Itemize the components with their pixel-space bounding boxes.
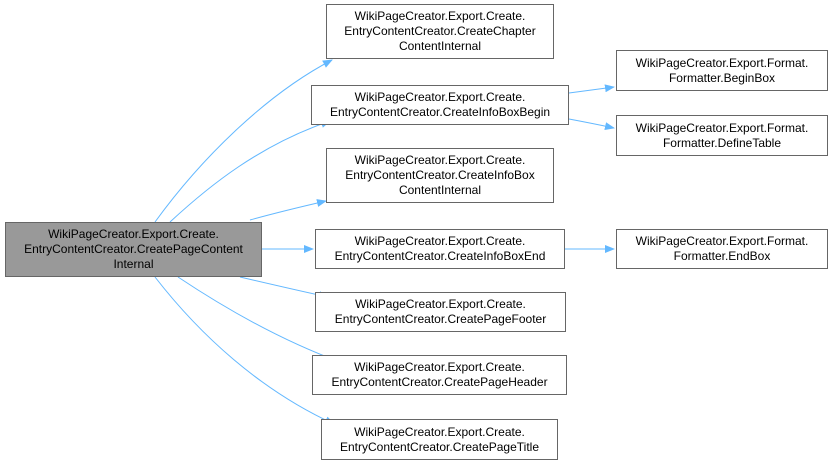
node-label: WikiPageCreator.Export.Create. EntryCont… xyxy=(334,234,546,263)
node-label: WikiPageCreator.Export.Create. EntryCont… xyxy=(344,9,536,53)
node-label: WikiPageCreator.Export.Create. EntryCont… xyxy=(331,360,548,389)
node-create-info-box-end[interactable]: WikiPageCreator.Export.Create. EntryCont… xyxy=(315,229,565,269)
node-formatter-begin-box[interactable]: WikiPageCreator.Export.Format. Formatter… xyxy=(616,50,828,91)
node-create-page-content-internal[interactable]: WikiPageCreator.Export.Create. EntryCont… xyxy=(5,222,262,277)
node-create-page-title[interactable]: WikiPageCreator.Export.Create. EntryCont… xyxy=(321,419,558,460)
node-create-page-footer[interactable]: WikiPageCreator.Export.Create. EntryCont… xyxy=(315,292,566,332)
node-label: WikiPageCreator.Export.Format. Formatter… xyxy=(635,234,809,263)
node-create-info-box-begin[interactable]: WikiPageCreator.Export.Create. EntryCont… xyxy=(311,85,569,125)
edge-infobox-begin-to-define-table xyxy=(568,118,615,131)
edge-infobox-begin-to-begin-box xyxy=(568,84,615,94)
node-label: WikiPageCreator.Export.Format. Formatter… xyxy=(635,55,809,85)
node-formatter-end-box[interactable]: WikiPageCreator.Export.Format. Formatter… xyxy=(616,229,828,269)
node-label: WikiPageCreator.Export.Format. Formatter… xyxy=(635,120,809,150)
edge-root-to-infobox-begin xyxy=(169,120,331,223)
edge-root-to-chapter xyxy=(154,59,333,223)
edge-root-to-infobox-content xyxy=(249,199,327,221)
node-formatter-define-table[interactable]: WikiPageCreator.Export.Format. Formatter… xyxy=(616,115,828,156)
node-label: WikiPageCreator.Export.Create. EntryCont… xyxy=(24,227,243,271)
edge-group xyxy=(154,59,615,425)
node-label: WikiPageCreator.Export.Create. EntryCont… xyxy=(340,424,539,454)
edge-root-to-header xyxy=(177,276,341,363)
node-label: WikiPageCreator.Export.Create. EntryCont… xyxy=(334,297,547,326)
node-label: WikiPageCreator.Export.Create. EntryCont… xyxy=(345,153,535,197)
node-create-chapter-content-internal[interactable]: WikiPageCreator.Export.Create. EntryCont… xyxy=(326,4,554,59)
node-label: WikiPageCreator.Export.Create. EntryCont… xyxy=(329,90,551,119)
edge-root-to-title xyxy=(154,276,335,425)
node-create-page-header[interactable]: WikiPageCreator.Export.Create. EntryCont… xyxy=(312,355,567,395)
node-create-info-box-content-internal[interactable]: WikiPageCreator.Export.Create. EntryCont… xyxy=(326,148,554,203)
